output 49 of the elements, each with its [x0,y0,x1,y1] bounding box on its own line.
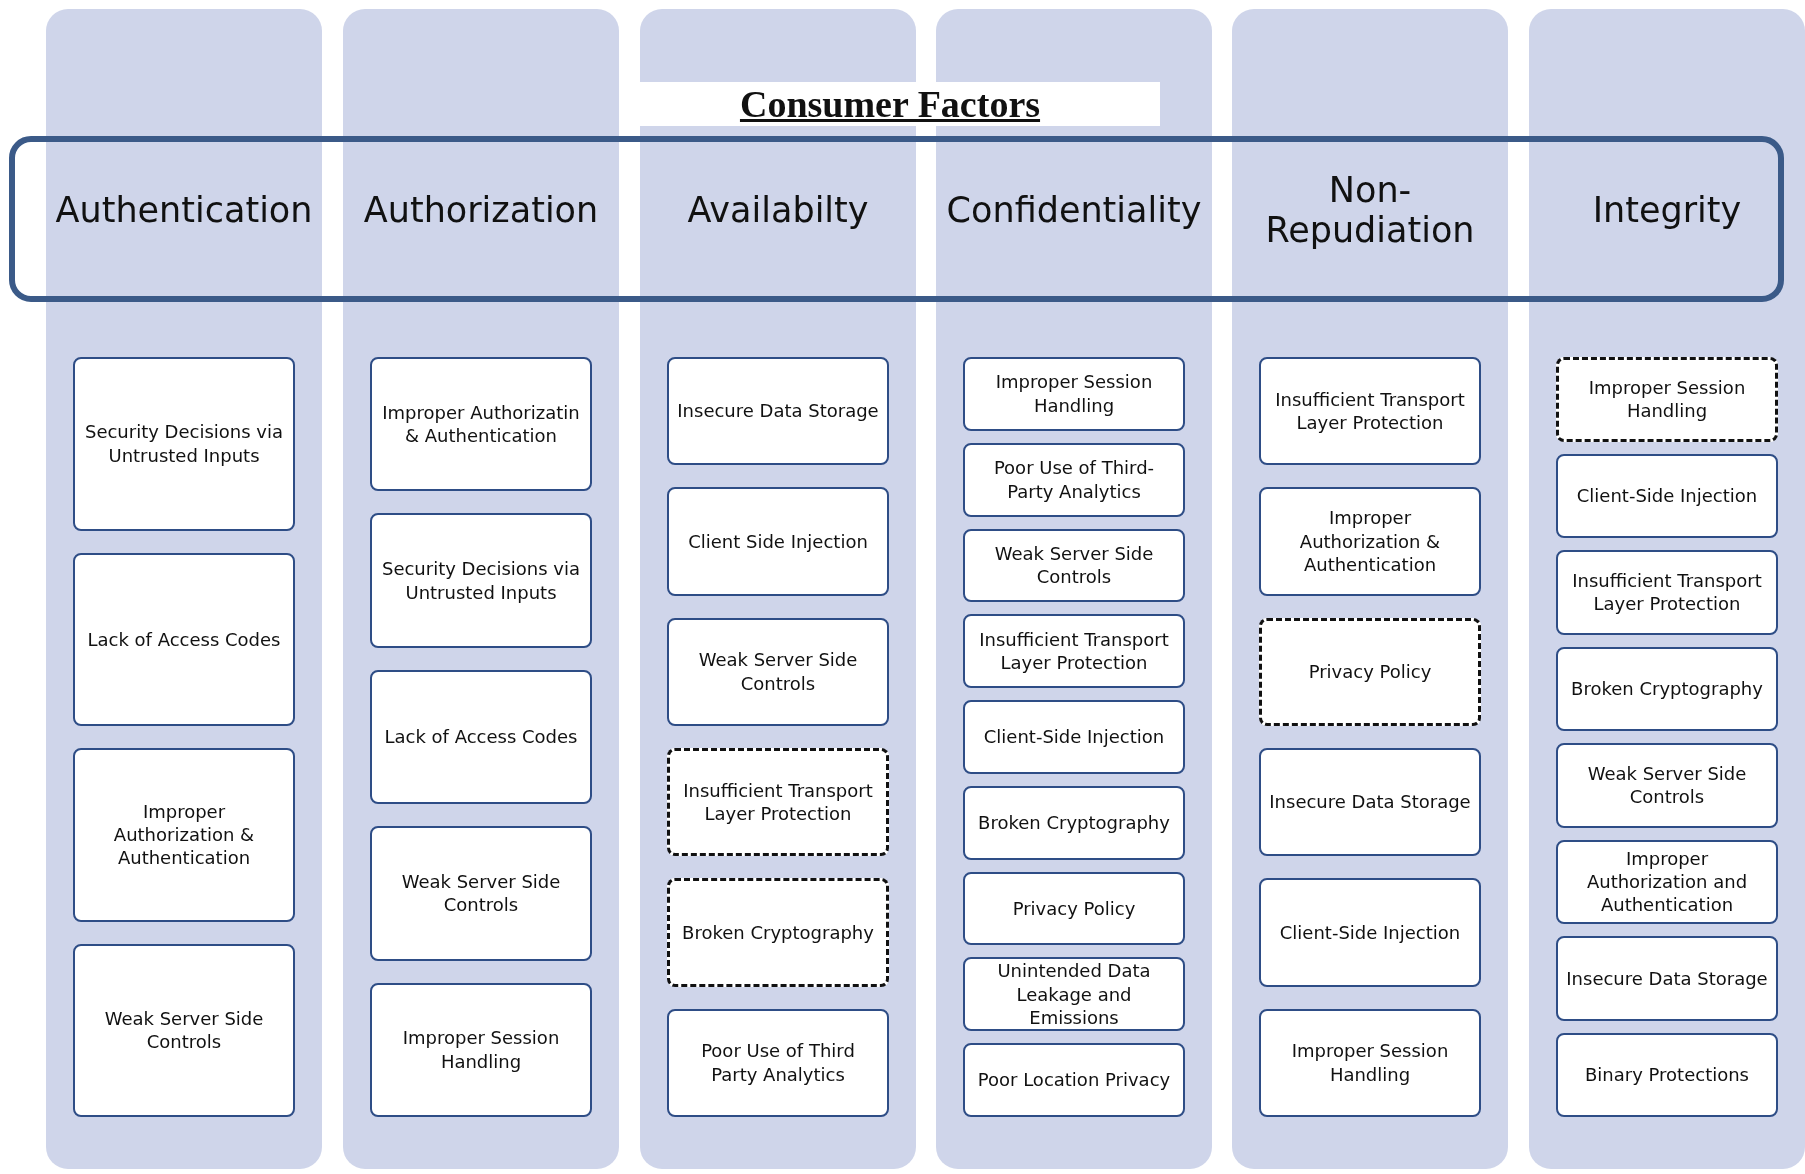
factor-box: Poor Location Privacy [963,1043,1185,1117]
factor-box: Lack of Access Codes [73,552,295,726]
column-heading: Integrity [1591,190,1743,230]
factor-box: Security Decisions via Untrusted Inputs [73,357,295,531]
factor-box: Client-Side Injection [1556,453,1778,538]
factor-box: Privacy Policy [1259,617,1481,726]
factor-box: Broken Cryptography [667,878,889,987]
factor-box: Weak Server Side Controls [370,826,592,961]
factor-box: Weak Server Side Controls [1556,743,1778,828]
category-column [640,9,916,1169]
factor-box: Broken Cryptography [963,785,1185,860]
factor-box: Improper Authorization & Authentication [1259,487,1481,596]
factor-box: Weak Server Side Controls [73,943,295,1117]
factor-box: Insecure Data Storage [667,357,889,466]
factor-box: Improper Authorization & Authentication [73,748,295,922]
category-column [1529,9,1805,1169]
column-heading: Authorization [362,190,600,230]
category-column [46,9,322,1169]
factor-box: Improper Session Handling [1556,357,1778,442]
factor-box: Client-Side Injection [1259,878,1481,987]
factor-box: Poor Use of Third-Party Analytics [963,442,1185,517]
factor-box: Client Side Injection [667,487,889,596]
column-heading: Availabilty [686,190,870,230]
category-column [343,9,619,1169]
factor-box: Unintended Data Leakage and Emissions [963,957,1185,1032]
factor-box: Weak Server Side Controls [963,528,1185,603]
factor-box: Insufficient Transport Layer Protection [1259,357,1481,466]
column-heading: Non-Repudiation [1264,170,1476,250]
factor-box: Insecure Data Storage [1556,936,1778,1021]
category-column [1232,9,1508,1169]
factor-box: Security Decisions via Untrusted Inputs [370,513,592,648]
factor-box: Privacy Policy [963,871,1185,946]
factor-box: Lack of Access Codes [370,669,592,805]
factor-box: Improper Authorization and Authentication [1556,839,1778,924]
factor-box: Improper Session Handling [1259,1008,1481,1117]
factor-box: Broken Cryptography [1556,646,1778,731]
factor-box: Poor Use of Third Party Analytics [667,1008,889,1117]
column-heading: Confidentiality [945,190,1203,230]
factor-box: Improper Session Handling [963,357,1185,431]
factor-box: Improper Session Handling [370,982,592,1117]
factor-box: Binary Protections [1556,1032,1778,1117]
factor-box: Weak Server Side Controls [667,617,889,726]
factor-box: Insufficient Transport Layer Protection [1556,550,1778,635]
column-heading: Authentication [54,190,314,230]
factor-box: Insufficient Transport Layer Protection [963,614,1185,689]
factor-box: Insufficient Transport Layer Protection [667,748,889,857]
factor-box: Client-Side Injection [963,700,1185,774]
factor-box: Insecure Data Storage [1259,748,1481,857]
factor-box: Improper Authorizatin & Authentication [370,357,592,492]
